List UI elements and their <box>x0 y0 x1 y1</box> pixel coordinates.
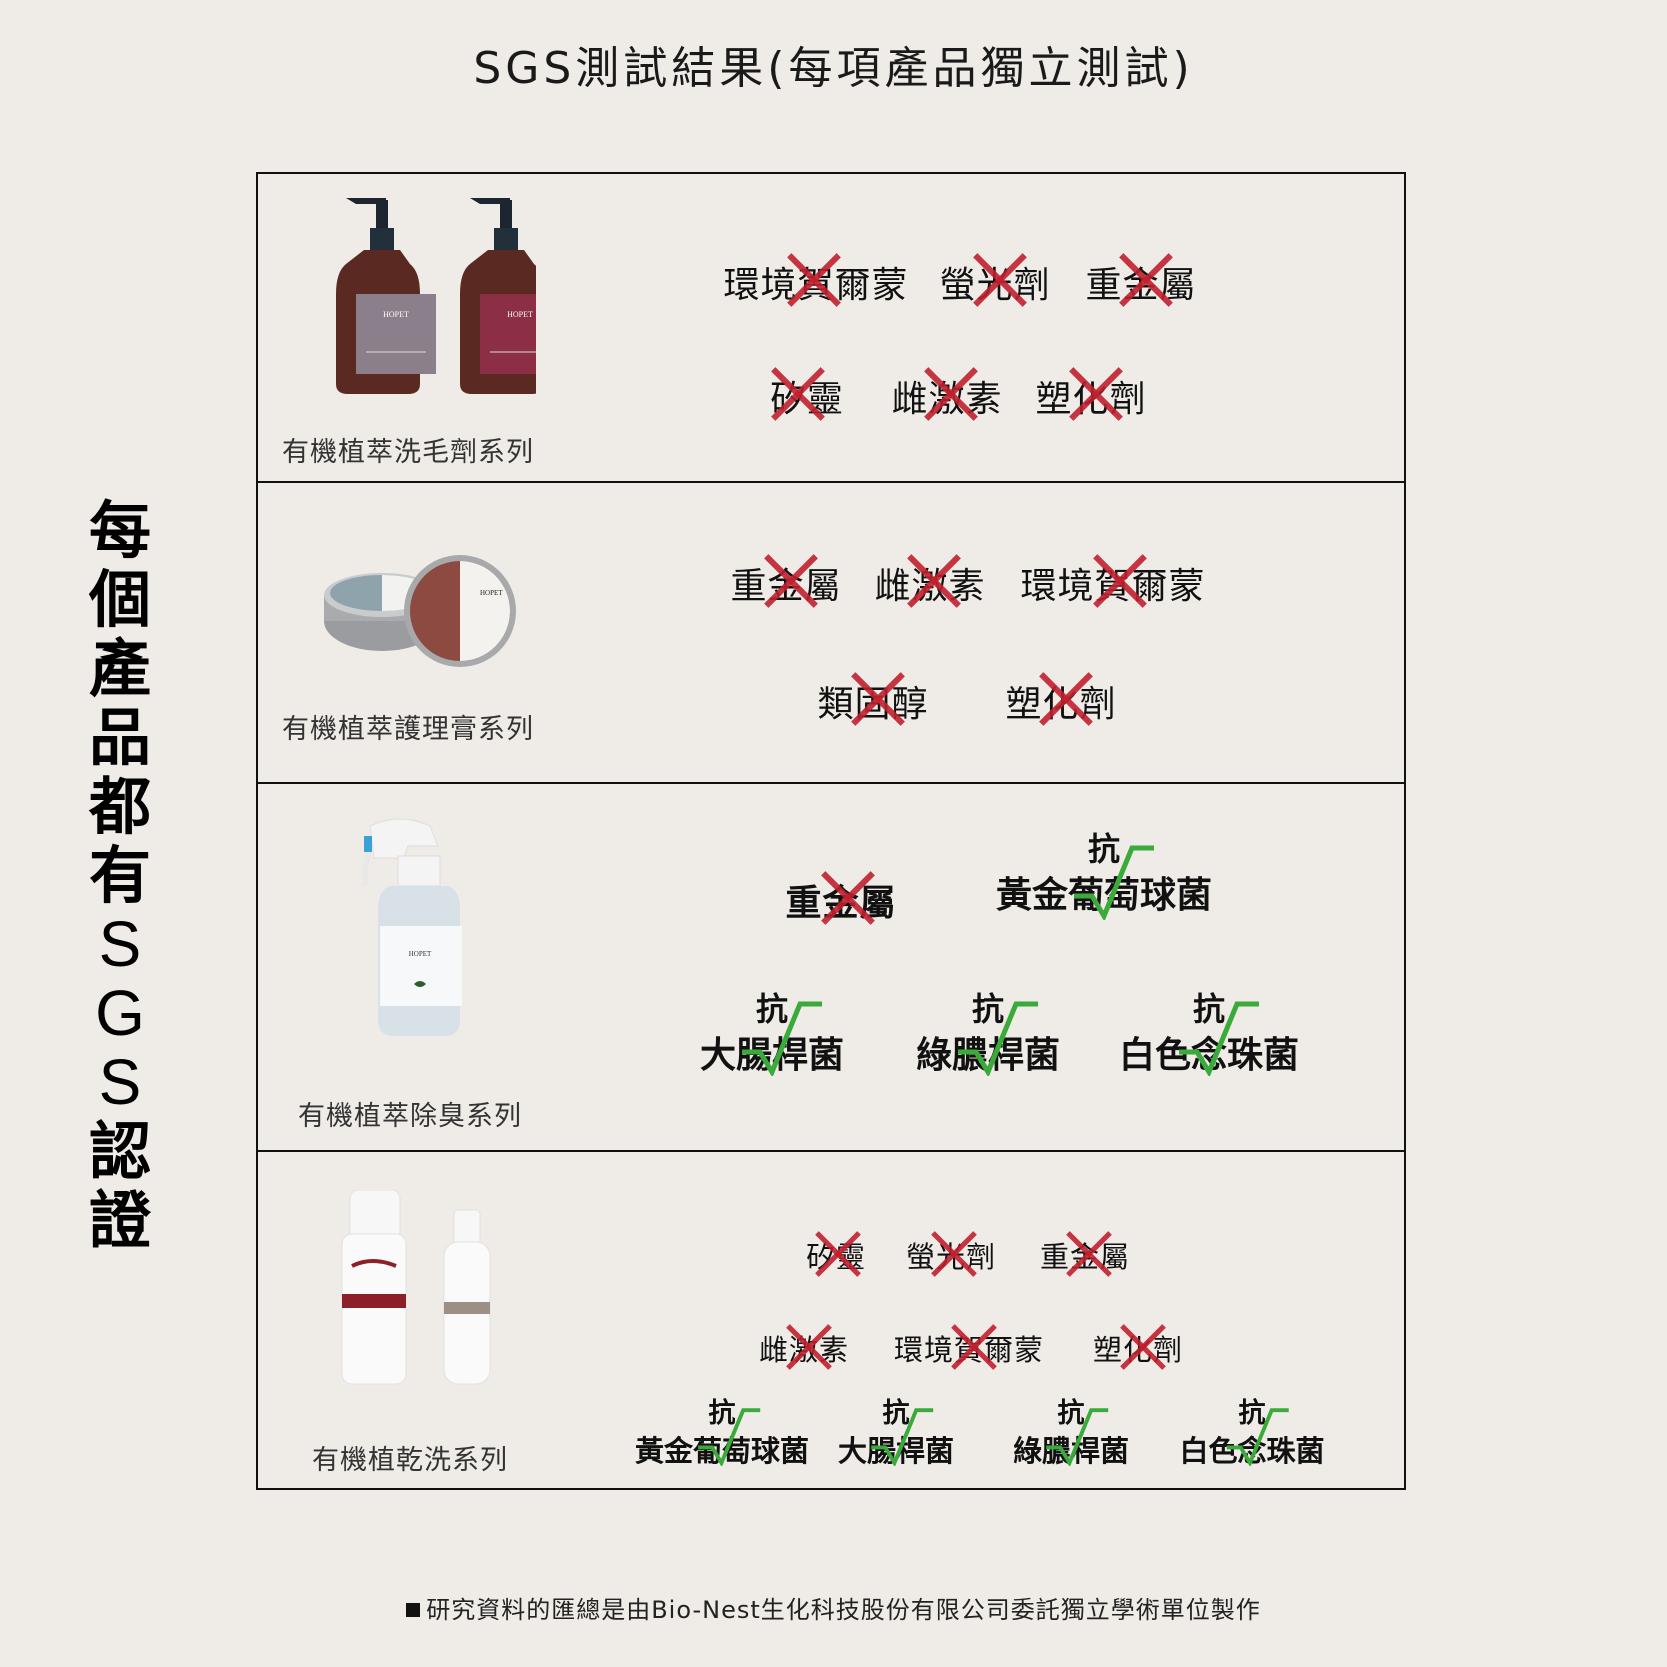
free-of-term: 塑化劑 <box>1035 379 1147 420</box>
bacteria-name: 綠膿桿菌 <box>1012 1434 1130 1468</box>
side-char: S <box>98 908 142 980</box>
deodorant-spray-image: HOPET <box>361 818 462 1036</box>
side-char: 認 <box>88 1115 151 1188</box>
page-title: SGS測試結果(每項產品獨立測試) <box>473 43 1194 94</box>
svg-text:HOPET: HOPET <box>480 589 503 597</box>
free-of-term: 塑化劑 <box>1005 684 1117 725</box>
bacteria-name: 黃金葡萄球菌 <box>634 1434 810 1468</box>
results-table: HOPET HOPET 有機植萃洗毛劑系列 環境賀爾蒙 螢光劑 重金屬 矽靈 雌… <box>256 172 1406 1490</box>
product-label: 有機植萃護理膏系列 <box>282 714 534 745</box>
bacteria-name: 綠膿桿菌 <box>915 1035 1061 1076</box>
anti-bacteria-item: 抗 綠膿桿菌 <box>1012 1398 1130 1469</box>
bacteria-name: 白色念珠菌 <box>1118 1035 1300 1076</box>
row-balm: HOPET 有機植萃護理膏系列 重金屬 雌激素 環境賀爾蒙 類固醇 塑化劑 <box>258 483 1404 784</box>
product-label: 有機植萃除臭系列 <box>298 1101 522 1132</box>
free-of-term: 螢光劑 <box>939 265 1051 306</box>
footer-note: 研究資料的匯總是由Bio-Nest生化科技股份有限公司委託獨立學術單位製作 <box>0 1590 1667 1625</box>
anti-bacteria-item: 抗 黃金葡萄球菌 <box>634 1398 810 1469</box>
row-shampoo: HOPET HOPET 有機植萃洗毛劑系列 環境賀爾蒙 螢光劑 重金屬 矽靈 雌… <box>258 174 1404 483</box>
free-of-term: 環境賀爾蒙 <box>1020 566 1206 607</box>
product-label: 有機植乾洗系列 <box>312 1445 508 1476</box>
free-of-term: 雌激素 <box>758 1333 850 1367</box>
side-char: S <box>98 1046 142 1118</box>
free-of-term: 雌激素 <box>891 379 1003 420</box>
side-char: G <box>95 977 145 1049</box>
anti-bacteria-item: 抗 黃金葡萄球菌 <box>995 832 1213 920</box>
free-of-term: 矽靈 <box>805 1240 867 1274</box>
side-char: 產 <box>88 632 151 705</box>
bacteria-name: 白色念珠菌 <box>1179 1434 1325 1468</box>
anti-bacteria-item: 抗 大腸桿菌 <box>699 990 845 1076</box>
bacteria-name: 黃金葡萄球菌 <box>995 875 1213 916</box>
free-of-term: 重金屬 <box>1039 1240 1131 1274</box>
side-char: 有 <box>88 839 151 912</box>
free-of-term: 重金屬 <box>785 883 897 924</box>
row-dry-wash: 有機植乾洗系列 矽靈 螢光劑 重金屬 雌激素 環境賀爾蒙 塑化劑 抗 黃金葡萄球… <box>258 1152 1404 1488</box>
free-of-term: 重金屬 <box>730 566 842 607</box>
side-caption: 每 個 產 品 都 有 S G S 認 證 <box>84 496 156 1255</box>
anti-bacteria-item: 抗 大腸桿菌 <box>837 1398 955 1469</box>
free-of-term: 塑化劑 <box>1092 1333 1184 1367</box>
anti-bacteria-item: 抗 白色念珠菌 <box>1118 990 1300 1076</box>
anti-bacteria-item: 抗 綠膿桿菌 <box>915 990 1061 1076</box>
free-of-term: 類固醇 <box>817 684 929 725</box>
free-of-term: 重金屬 <box>1085 265 1197 306</box>
side-char: 都 <box>88 770 151 843</box>
square-bullet-icon <box>406 1603 421 1617</box>
free-of-term: 雌激素 <box>874 566 986 607</box>
anti-bacteria-item: 抗 白色念珠菌 <box>1179 1398 1325 1469</box>
bacteria-name: 大腸桿菌 <box>699 1035 845 1076</box>
free-of-term: 螢光劑 <box>905 1240 997 1274</box>
row-deodorant: HOPET 有機植萃除臭系列 重金屬 抗 黃金葡萄球菌 抗 大腸桿菌 抗 綠膿桿… <box>258 784 1404 1152</box>
shampoo-bottles-image: HOPET HOPET <box>336 198 536 394</box>
balm-tins-image: HOPET <box>324 555 516 667</box>
product-label: 有機植萃洗毛劑系列 <box>282 437 534 468</box>
bacteria-name: 大腸桿菌 <box>837 1434 955 1468</box>
side-char: 每 <box>88 494 151 567</box>
svg-text:HOPET: HOPET <box>507 310 533 319</box>
side-char: 品 <box>88 701 151 774</box>
free-of-term: 矽靈 <box>769 379 845 420</box>
side-char: 證 <box>88 1184 151 1257</box>
svg-text:HOPET: HOPET <box>383 310 409 319</box>
free-of-term: 環境賀爾蒙 <box>723 265 909 306</box>
free-of-term: 環境賀爾蒙 <box>893 1333 1045 1367</box>
dry-wash-bottles-image <box>341 1190 491 1385</box>
svg-text:HOPET: HOPET <box>409 950 432 958</box>
side-char: 個 <box>88 563 151 636</box>
